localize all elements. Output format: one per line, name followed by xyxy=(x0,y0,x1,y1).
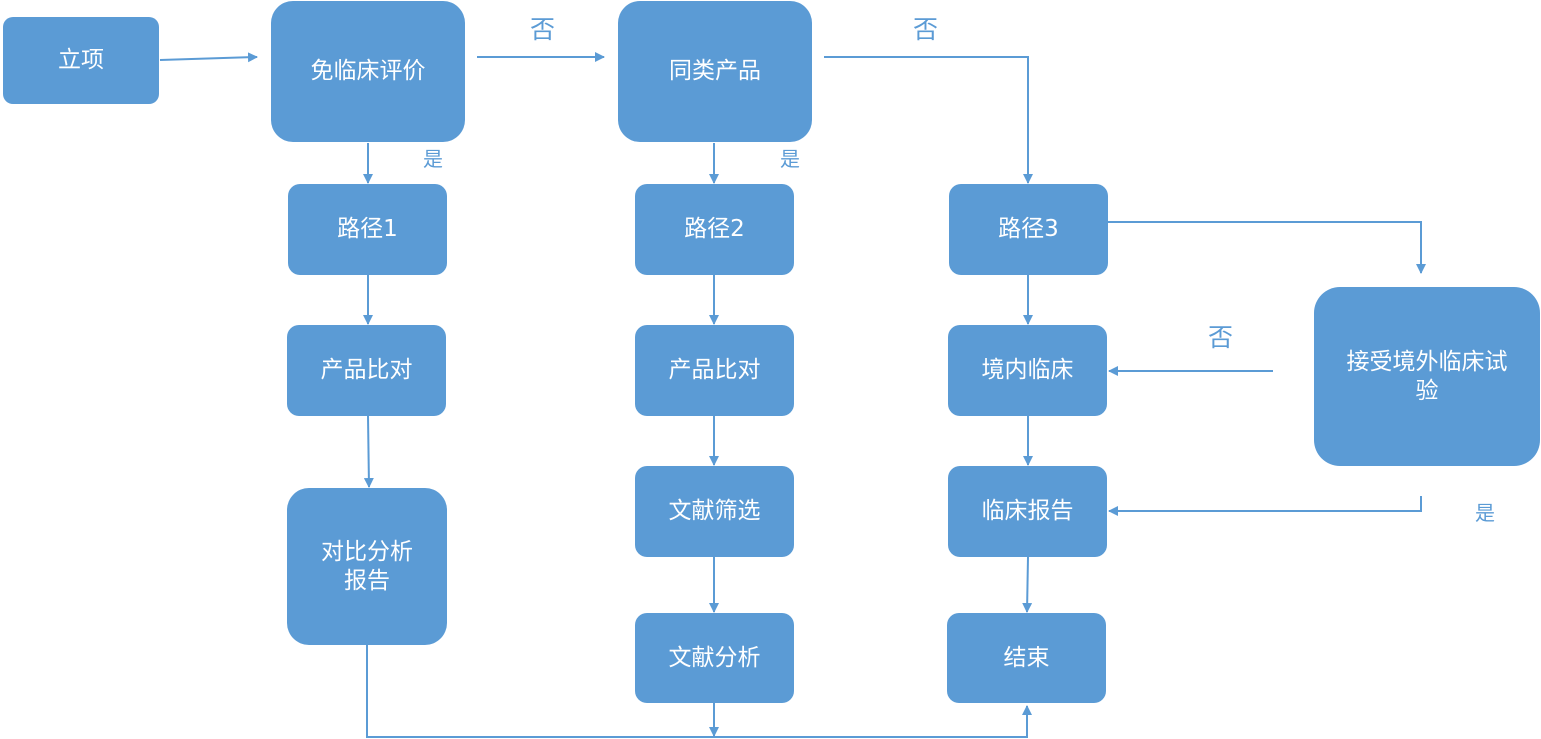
label-exempt-no: 否 xyxy=(530,15,556,44)
node-compare-report: 对比分析报告 xyxy=(287,488,447,645)
node-path2: 路径2 xyxy=(635,184,794,275)
edge-clinical-report-to-end xyxy=(1022,556,1033,613)
node-compare2: 产品比对 xyxy=(635,325,794,416)
edge-path3-to-foreign xyxy=(1108,221,1426,274)
edge-same-to-path3 xyxy=(824,56,1033,184)
node-exempt-eval: 免临床评价 xyxy=(271,1,465,142)
label-same-yes: 是 xyxy=(780,147,800,171)
node-accept-foreign: 接受境外临床试验 xyxy=(1314,287,1540,466)
node-same-type: 同类产品 xyxy=(618,1,812,142)
label-foreign-yes: 是 xyxy=(1475,501,1495,525)
edge-report-to-end xyxy=(366,644,1032,738)
node-compare1: 产品比对 xyxy=(287,325,446,416)
node-start: 立项 xyxy=(3,17,159,104)
label-exempt-yes: 是 xyxy=(423,147,443,171)
node-lit-screen: 文献筛选 xyxy=(635,466,794,557)
node-lit-analysis: 文献分析 xyxy=(635,613,794,703)
node-clinical-report: 临床报告 xyxy=(948,466,1107,557)
label-foreign-no: 否 xyxy=(1208,323,1234,352)
node-end: 结束 xyxy=(947,613,1106,703)
node-path3: 路径3 xyxy=(949,184,1108,275)
label-same-no: 否 xyxy=(913,15,939,44)
node-path1: 路径1 xyxy=(288,184,447,275)
edge-compare1-to-report xyxy=(363,415,374,488)
node-domestic-clinical: 境内临床 xyxy=(948,325,1107,416)
edge-foreign-yes-to-clinical-report xyxy=(1108,496,1422,516)
edge-start-to-exempt xyxy=(159,52,258,63)
